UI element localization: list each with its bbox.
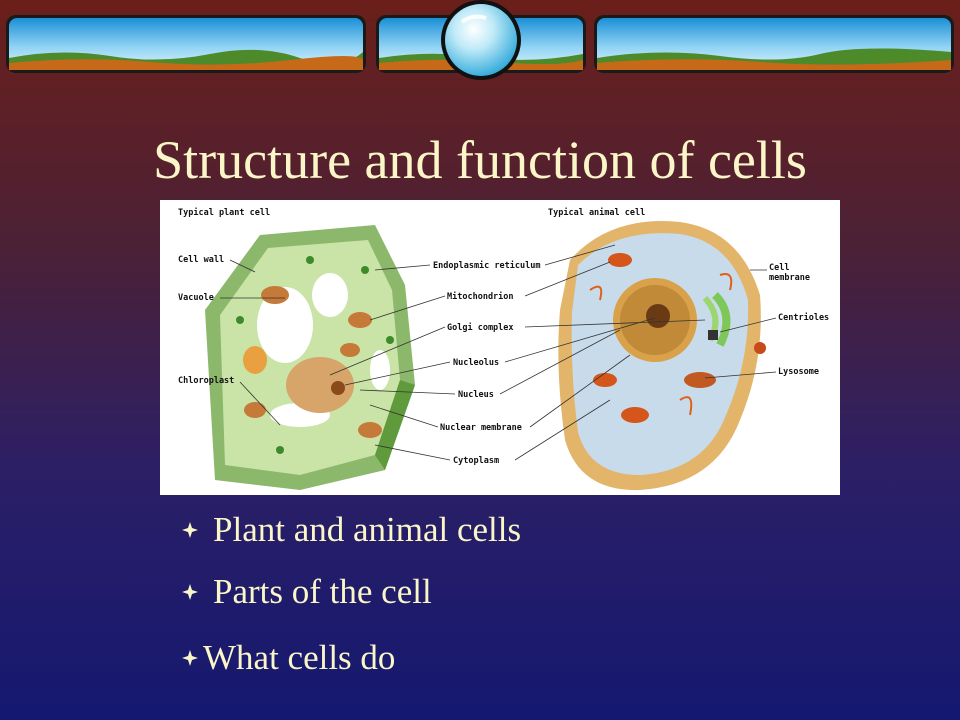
label-nuclear-membrane: Nuclear membrane	[440, 423, 522, 433]
plant-cell-heading: Typical plant cell	[178, 207, 270, 218]
header-banner	[6, 0, 954, 80]
label-golgi-complex: Golgi complex	[447, 322, 514, 333]
diamond-bullet-icon	[182, 522, 198, 538]
bullet-item: Plant and animal cells	[182, 508, 521, 552]
label-cell-wall: Cell wall	[178, 255, 224, 265]
label-cell: Cell	[769, 263, 789, 273]
label-membrane: membrane	[769, 273, 810, 283]
bullet-text: What cells do	[203, 638, 396, 677]
banner-panel-right	[594, 15, 954, 73]
label-nucleus: Nucleus	[458, 390, 494, 400]
bullet-text: Parts of the cell	[213, 572, 432, 611]
label-vacuole: Vacuole	[178, 293, 214, 303]
bullet-item: What cells do	[182, 636, 395, 680]
diamond-bullet-icon	[182, 584, 198, 600]
label-lysosome: Lysosome	[778, 367, 819, 377]
label-chloroplast: Chloroplast	[178, 376, 234, 386]
cell-diagram: Typical plant cell Typical animal cell	[160, 200, 840, 495]
label-cytoplasm: Cytoplasm	[453, 456, 499, 466]
diamond-bullet-icon	[182, 650, 198, 666]
label-centrioles: Centrioles	[778, 312, 829, 323]
label-endoplasmic-reticulum: Endoplasmic reticulum	[433, 260, 540, 271]
plant-cell-illustration	[205, 225, 415, 490]
label-mitochondrion: Mitochondrion	[447, 291, 514, 302]
animal-cell-heading: Typical animal cell	[548, 207, 645, 218]
globe-icon	[441, 0, 521, 80]
leader-lines	[329, 244, 706, 461]
banner-panel-left	[6, 15, 366, 73]
slide-title: Structure and function of cells	[153, 130, 807, 190]
label-nucleolus: Nucleolus	[453, 358, 499, 368]
animal-cell-illustration	[558, 221, 766, 491]
bullet-item: Parts of the cell	[182, 570, 432, 614]
bullet-text: Plant and animal cells	[213, 510, 522, 549]
